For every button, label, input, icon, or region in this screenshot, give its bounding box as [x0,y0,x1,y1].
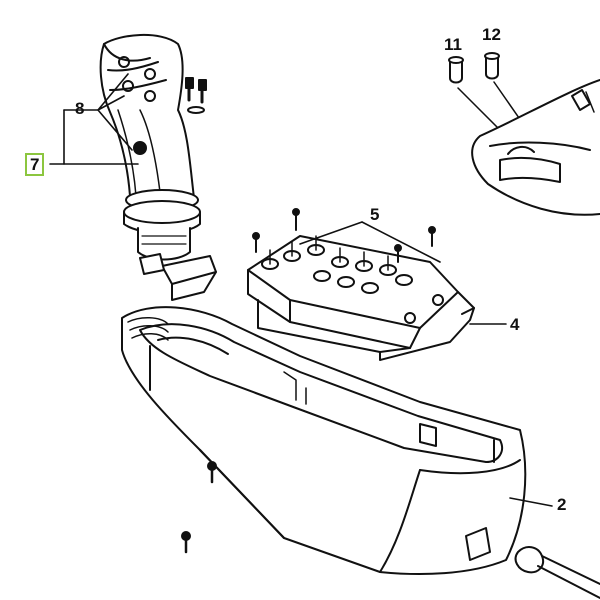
callout-label-4: 4 [510,315,520,334]
handle-screws [185,77,207,114]
joystick-handle [99,34,201,261]
part-2-base-housing [121,306,527,575]
inset-housing-detail [471,79,600,216]
callout-label-5: 5 [370,205,380,224]
leader-lines [49,73,553,507]
handle-bracket [139,253,217,301]
part-12-cap [484,52,500,80]
part-11-cap [448,56,464,84]
part-5-control-block [247,208,475,361]
cable-connector [514,546,600,599]
callout-label-12: 12 [482,25,501,44]
callout-label-11: 11 [444,35,462,54]
callout-label-7: 7 [25,153,45,176]
callout-label-2: 2 [557,495,567,514]
loose-screws [181,461,217,554]
callout-label-8: 8 [75,99,85,118]
